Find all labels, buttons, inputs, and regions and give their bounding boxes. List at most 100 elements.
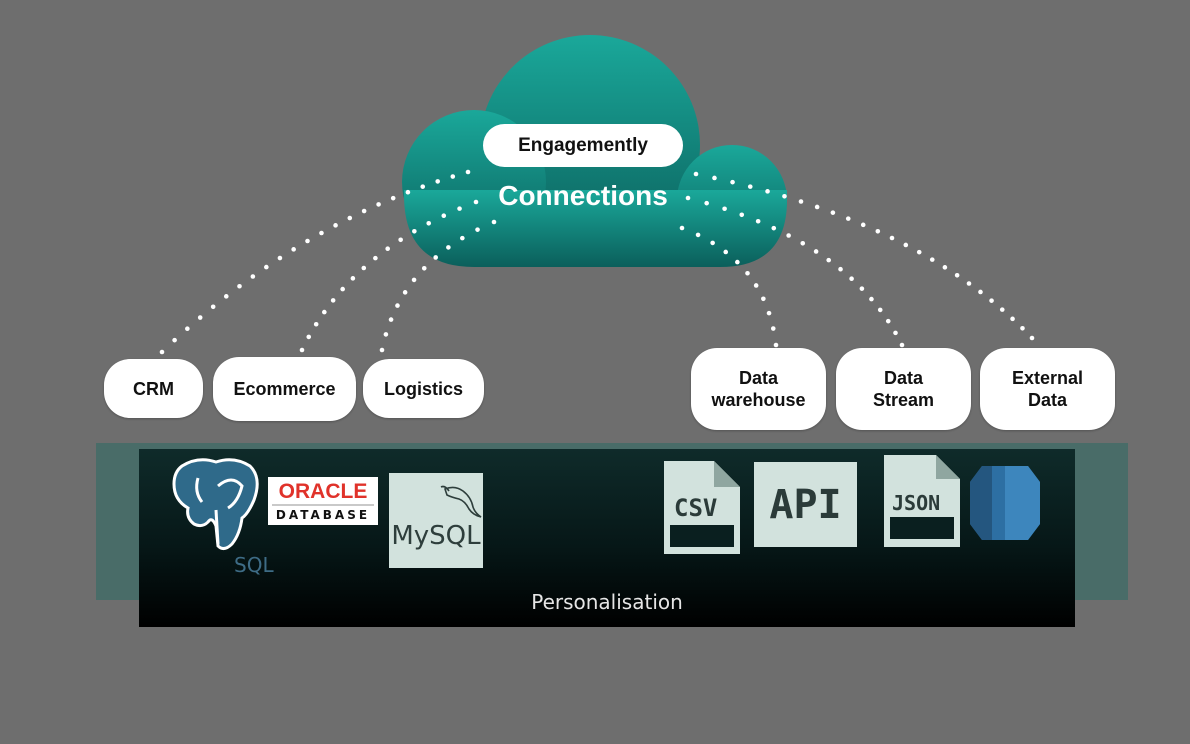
node-ecommerce-label: Ecommerce [233,379,336,399]
node-external-data-line1: External [1011,368,1084,388]
connector-external [693,171,1035,341]
connector-dot [412,228,417,234]
connector-dot [770,326,776,331]
connector-dot [420,184,426,189]
connector-dot [473,199,479,205]
connector-dot [695,232,701,238]
connector-dot [859,286,865,291]
connector-dot [457,206,462,211]
connector-dot [433,255,438,260]
connector-dot [999,307,1005,312]
connector-dot [1029,335,1035,341]
connector-dot [465,169,471,175]
connector-dot [306,334,312,340]
oracle-database-logo: ORACLE DATABASE [268,477,378,525]
connector-dot [373,255,378,261]
connector-dot [322,309,327,315]
connector-dot [942,265,948,270]
node-external-data-line2: Data [1027,390,1067,410]
connector-dot [989,298,994,303]
connector-dot [693,171,699,177]
connector-dot [786,233,791,238]
connector-dot [773,342,779,348]
connector-crm [159,169,471,355]
connector-dot [766,310,772,316]
csv-file-icon [664,461,740,554]
connector-dot [390,195,396,201]
brand-pill: Engagemently [483,124,683,167]
node-ecommerce[interactable]: Ecommerce [213,357,356,421]
connector-dot [421,265,427,271]
connector-dot [722,206,727,212]
connector-dot [475,227,480,232]
connector-warehouse [679,225,779,348]
connector-dot [237,283,242,289]
json-file-label: JSON [892,491,941,515]
connector-dot [441,213,447,219]
connector-dot [771,225,777,231]
connector-dot [398,237,403,243]
connector-dot [712,175,717,181]
node-external-data[interactable]: External Data [980,348,1115,430]
oracle-wordmark: ORACLE [278,480,368,503]
connector-dot [1010,316,1015,322]
connector-dot [869,296,874,302]
connector-dot [491,219,497,225]
connector-dot [223,294,229,299]
connector-dot [264,264,269,270]
postgresql-caption: SQL [234,553,274,577]
connector-ecommerce [299,199,479,353]
connector-dot [903,242,909,248]
connector-dot [210,304,216,310]
connector-dot [379,347,385,353]
connector-dot [745,270,750,276]
connector-dot [893,330,898,336]
connector-dot [319,230,324,236]
node-data-warehouse[interactable]: Data warehouse [691,348,826,430]
connector-dot [305,238,310,244]
connector-dot [250,274,256,279]
connector-dot [313,321,319,327]
dolphin-icon [440,485,482,518]
node-data-stream[interactable]: Data Stream [836,348,971,430]
cloud-title: Connections [498,180,668,211]
oracle-divider [272,504,374,506]
connector-stream [685,195,905,348]
connector-dot [885,318,891,324]
connector-dot [830,210,836,215]
connector-dot [291,247,296,252]
connector-dot [966,281,972,286]
node-logistics[interactable]: Logistics [363,359,484,418]
connector-dot [889,235,895,241]
node-crm-label: CRM [133,378,174,399]
connector-dot [739,212,745,218]
connector-dot [782,193,787,199]
connector-dot [347,215,353,221]
connector-dot [172,337,177,343]
connector-dot [299,347,305,353]
connector-dot [402,290,408,295]
connector-dot [730,179,735,185]
connector-dot [899,342,905,348]
postgresql-elephant-icon [172,458,259,551]
node-crm[interactable]: CRM [104,359,203,418]
connector-dot [388,317,394,322]
connector-dot [411,277,417,283]
connector-dot [875,228,881,234]
connector-dot [765,189,770,194]
connector-dot [435,179,441,184]
connector-dot [277,255,283,261]
mysql-dolphin-logo: MySQL [389,473,483,568]
connector-dot [361,265,367,271]
connector-dot [978,289,983,295]
connector-dot [916,249,922,255]
connector-dot [710,240,715,246]
connector-dot [679,225,685,231]
connector-dot [185,326,190,331]
connector-dot [376,202,381,207]
connector-dot [800,240,806,246]
connector-dot [197,315,203,320]
connector-dot [383,332,389,337]
